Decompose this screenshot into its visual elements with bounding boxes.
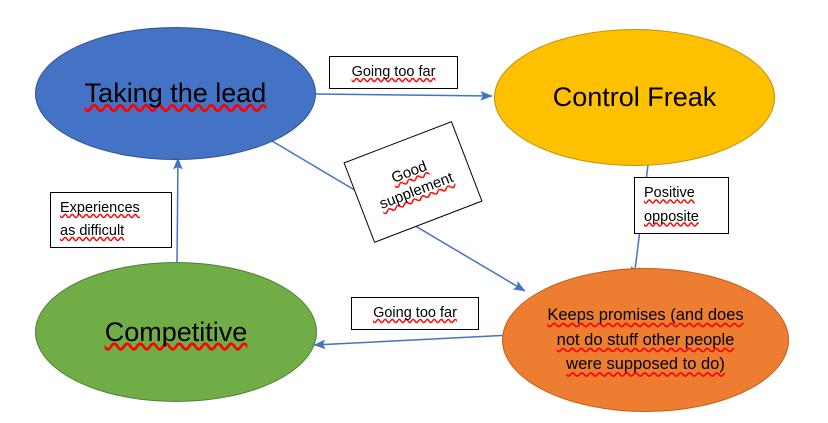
node-keeps-promises-label: Keeps promises (and does not do stuff ot… xyxy=(547,305,744,374)
edge-label-going-too-far-top-text: Going too far xyxy=(351,64,436,81)
edge-label-going-too-far-bottom-text: Going too far xyxy=(373,305,457,322)
connector-keeps-promises-to-competitive[interactable] xyxy=(313,334,513,350)
edge-label-positive-opposite[interactable]: Positive opposite xyxy=(634,177,729,234)
node-competitive-label: Competitive xyxy=(104,316,248,347)
edge-label-experiences-as-difficult[interactable]: Experiences as difficult xyxy=(50,192,172,248)
edge-label-experiences-as-difficult-line2: as difficult xyxy=(60,223,125,239)
edge-label-going-too-far-top[interactable]: Going too far xyxy=(329,56,458,89)
edge-label-experiences-as-difficult-line1: Experiences xyxy=(60,199,140,216)
edge-label-good-supplement[interactable]: Good supplement xyxy=(343,121,483,243)
node-keeps-promises[interactable]: Keeps promises (and does not do stuff ot… xyxy=(502,268,789,412)
node-taking-the-lead[interactable]: Taking the lead xyxy=(35,27,316,160)
connector-taking-the-lead-to-control-freak[interactable] xyxy=(315,91,493,101)
edge-label-positive-opposite-line1: Positive xyxy=(644,185,695,202)
node-control-freak[interactable]: Control Freak xyxy=(494,29,775,166)
connector-competitive-to-taking-the-lead[interactable] xyxy=(173,157,183,265)
edge-label-going-too-far-bottom[interactable]: Going too far xyxy=(351,297,479,330)
node-taking-the-lead-label: Taking the lead xyxy=(84,78,267,109)
node-control-freak-label: Control Freak xyxy=(552,82,717,113)
edge-label-positive-opposite-line2: opposite xyxy=(644,208,699,225)
node-competitive[interactable]: Competitive xyxy=(35,262,317,402)
